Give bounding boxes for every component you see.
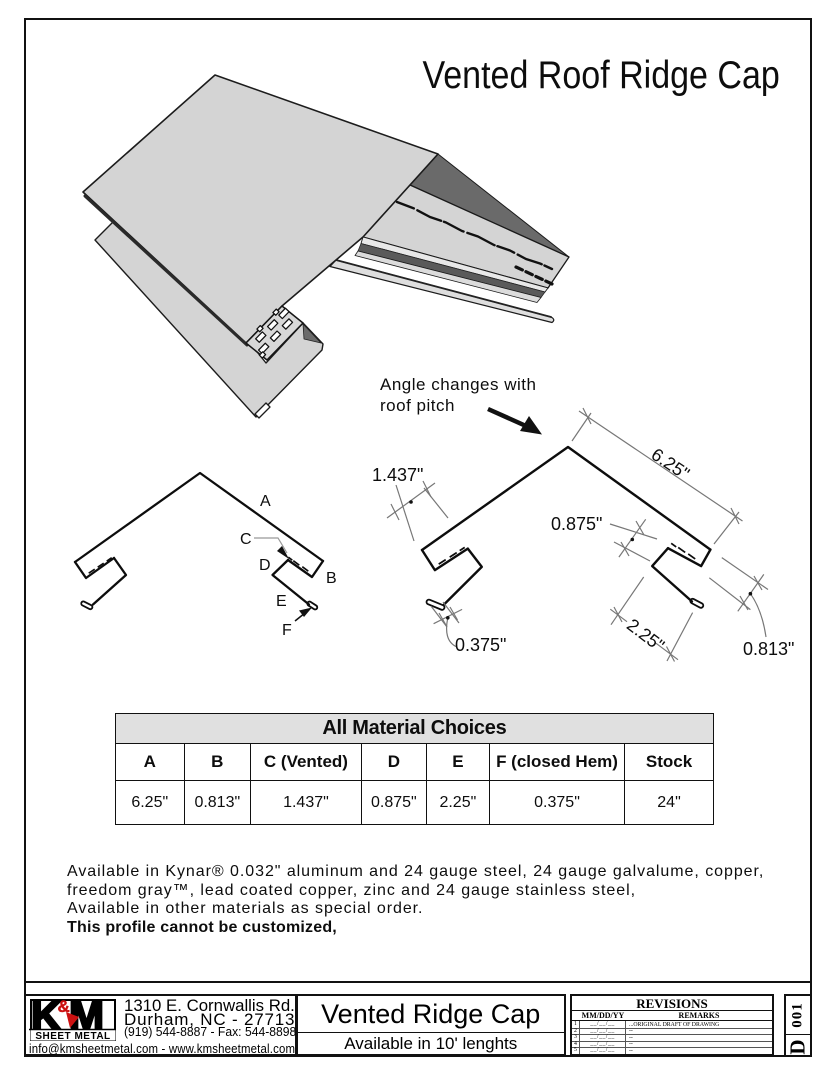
svg-text:6.25": 6.25" (648, 444, 694, 484)
svg-text:0.375": 0.375" (455, 635, 506, 655)
svg-text:D: D (259, 557, 271, 574)
svg-text:A: A (260, 493, 271, 510)
svg-text:&: & (58, 997, 70, 1016)
svg-text:1.437": 1.437" (372, 465, 423, 485)
svg-text:2.25": 2.25" (623, 615, 668, 656)
svg-text:C: C (240, 531, 252, 548)
svg-text:B: B (326, 570, 337, 587)
svg-text:0.875": 0.875" (551, 514, 602, 534)
svg-text:SHEET METAL: SHEET METAL (35, 1031, 110, 1042)
svg-text:0.813": 0.813" (743, 639, 794, 659)
svg-text:E: E (276, 593, 287, 610)
svg-text:F: F (282, 622, 292, 639)
